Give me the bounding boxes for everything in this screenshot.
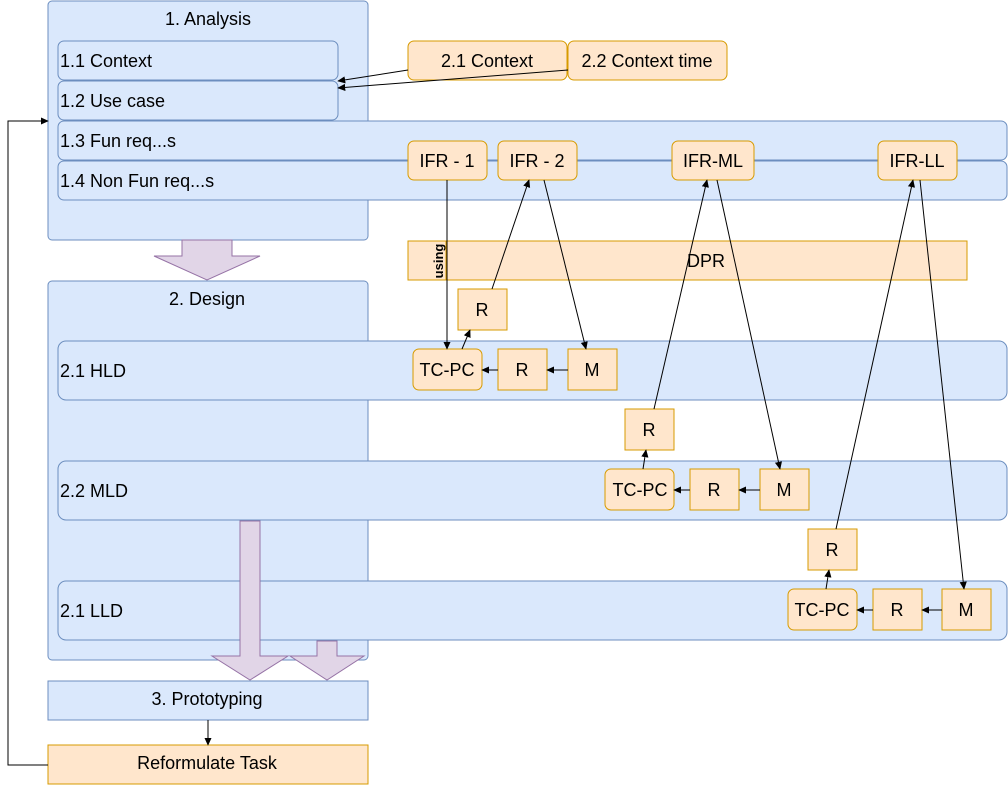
analysis-title: 1. Analysis <box>165 9 251 29</box>
edge-hld-tcpc-to-r <box>461 329 471 350</box>
edge-ifr-ml-to-mld-m <box>716 179 782 470</box>
context-row-label: 1.1 Context <box>60 51 152 71</box>
mld-r-label: R <box>708 480 721 500</box>
hld-m-label: M <box>585 360 600 380</box>
ifr-ml-node[interactable] <box>671 140 755 181</box>
use-case-row[interactable] <box>57 80 339 121</box>
dpr-pool: using DPR <box>407 240 968 281</box>
prototyping-label: 3. Prototyping <box>151 689 262 709</box>
hld-row-label: 2.1 HLD <box>60 361 126 381</box>
edge-context-time-to-use-case <box>337 69 569 92</box>
requirement-nodes: IFR - 1 IFR - 2 IFR-ML IFR-LL <box>407 140 958 181</box>
hld-r-top-label: R <box>476 300 489 320</box>
hld-r-top-node[interactable] <box>457 288 508 331</box>
hld-r-label: R <box>516 360 529 380</box>
lld-tcpc-label: TC-PC <box>795 600 850 620</box>
lld-nodes: R TC-PC R M <box>787 528 992 631</box>
ifr-ml-label: IFR-ML <box>683 151 743 171</box>
context-time-item[interactable] <box>567 40 728 81</box>
lld-r-top-node[interactable] <box>807 528 858 571</box>
hld-nodes: R TC-PC R M <box>412 288 618 391</box>
mld-tcpc-label: TC-PC <box>613 480 668 500</box>
design-to-prototyping-arrow <box>210 520 290 681</box>
ifr-2-node[interactable] <box>497 140 578 181</box>
final-steps: 3. Prototyping Reformulate Task <box>47 680 369 785</box>
mld-row[interactable] <box>57 460 1008 521</box>
edge-lld-r-to-ifr-ll <box>835 179 915 530</box>
design-title: 2. Design <box>169 289 245 309</box>
ifr-1-label: IFR - 1 <box>419 151 474 171</box>
ifr-ll-label: IFR-LL <box>889 151 944 171</box>
edge-mld-r-to-ifr-ml <box>653 179 709 410</box>
edge-ifr2-to-hld-m <box>543 179 588 350</box>
context-items: 2.1 Context 2.2 Context time <box>407 40 728 81</box>
edge-reformulate-feedback-loop <box>7 117 49 766</box>
use-case-row-label: 1.2 Use case <box>60 91 165 111</box>
edge-hld-r-to-ifr2 <box>491 179 531 290</box>
hld-tcpc-label: TC-PC <box>420 360 475 380</box>
lld-m-label: M <box>959 600 974 620</box>
analysis-section: 1. Analysis 1.1 Context 1.2 Use case 1.3… <box>47 0 1008 241</box>
prototyping-arrows <box>210 520 366 681</box>
context-time-item-label: 2.2 Context time <box>581 51 712 71</box>
reformulate-task-label: Reformulate Task <box>137 753 278 773</box>
reformulate-task-box[interactable] <box>47 744 369 785</box>
lld-to-prototyping-arrow <box>288 640 366 681</box>
design-section: 2. Design 2.1 HLD 2.2 MLD 2.1 LLD <box>47 280 1008 661</box>
dpr-label: DPR <box>687 251 725 271</box>
lld-row[interactable] <box>57 580 1008 641</box>
edge-context-to-context <box>337 69 409 84</box>
lld-r-node[interactable] <box>872 588 923 631</box>
mld-m-label: M <box>777 480 792 500</box>
lld-r-label: R <box>891 600 904 620</box>
ifr-ll-node[interactable] <box>877 140 958 181</box>
context-item-label: 2.1 Context <box>441 51 533 71</box>
edge-mld-tcpc-to-r <box>641 449 649 470</box>
non-functional-requirements-label: 1.4 Non Fun req...s <box>60 171 214 191</box>
dpr-side-label: using <box>431 244 446 279</box>
connectors <box>7 69 967 766</box>
lld-r-top-label: R <box>826 540 839 560</box>
analysis-to-design-arrow <box>153 239 261 281</box>
mld-r-top-node[interactable] <box>624 408 675 451</box>
ifr-2-label: IFR - 2 <box>509 151 564 171</box>
context-item[interactable] <box>407 40 568 81</box>
lld-row-label: 2.1 LLD <box>60 601 123 621</box>
prototyping-box[interactable] <box>47 680 369 721</box>
mld-m-node[interactable] <box>759 468 810 511</box>
mld-r-top-label: R <box>643 420 656 440</box>
functional-requirements-label: 1.3 Fun req...s <box>60 131 176 151</box>
lld-m-node[interactable] <box>941 588 992 631</box>
edge-ifr-ll-to-lld-m <box>919 179 967 590</box>
edge-lld-tcpc-to-r <box>824 569 832 590</box>
context-row[interactable] <box>57 40 339 81</box>
mld-nodes: R TC-PC R M <box>604 408 810 511</box>
mld-row-label: 2.2 MLD <box>60 481 128 501</box>
